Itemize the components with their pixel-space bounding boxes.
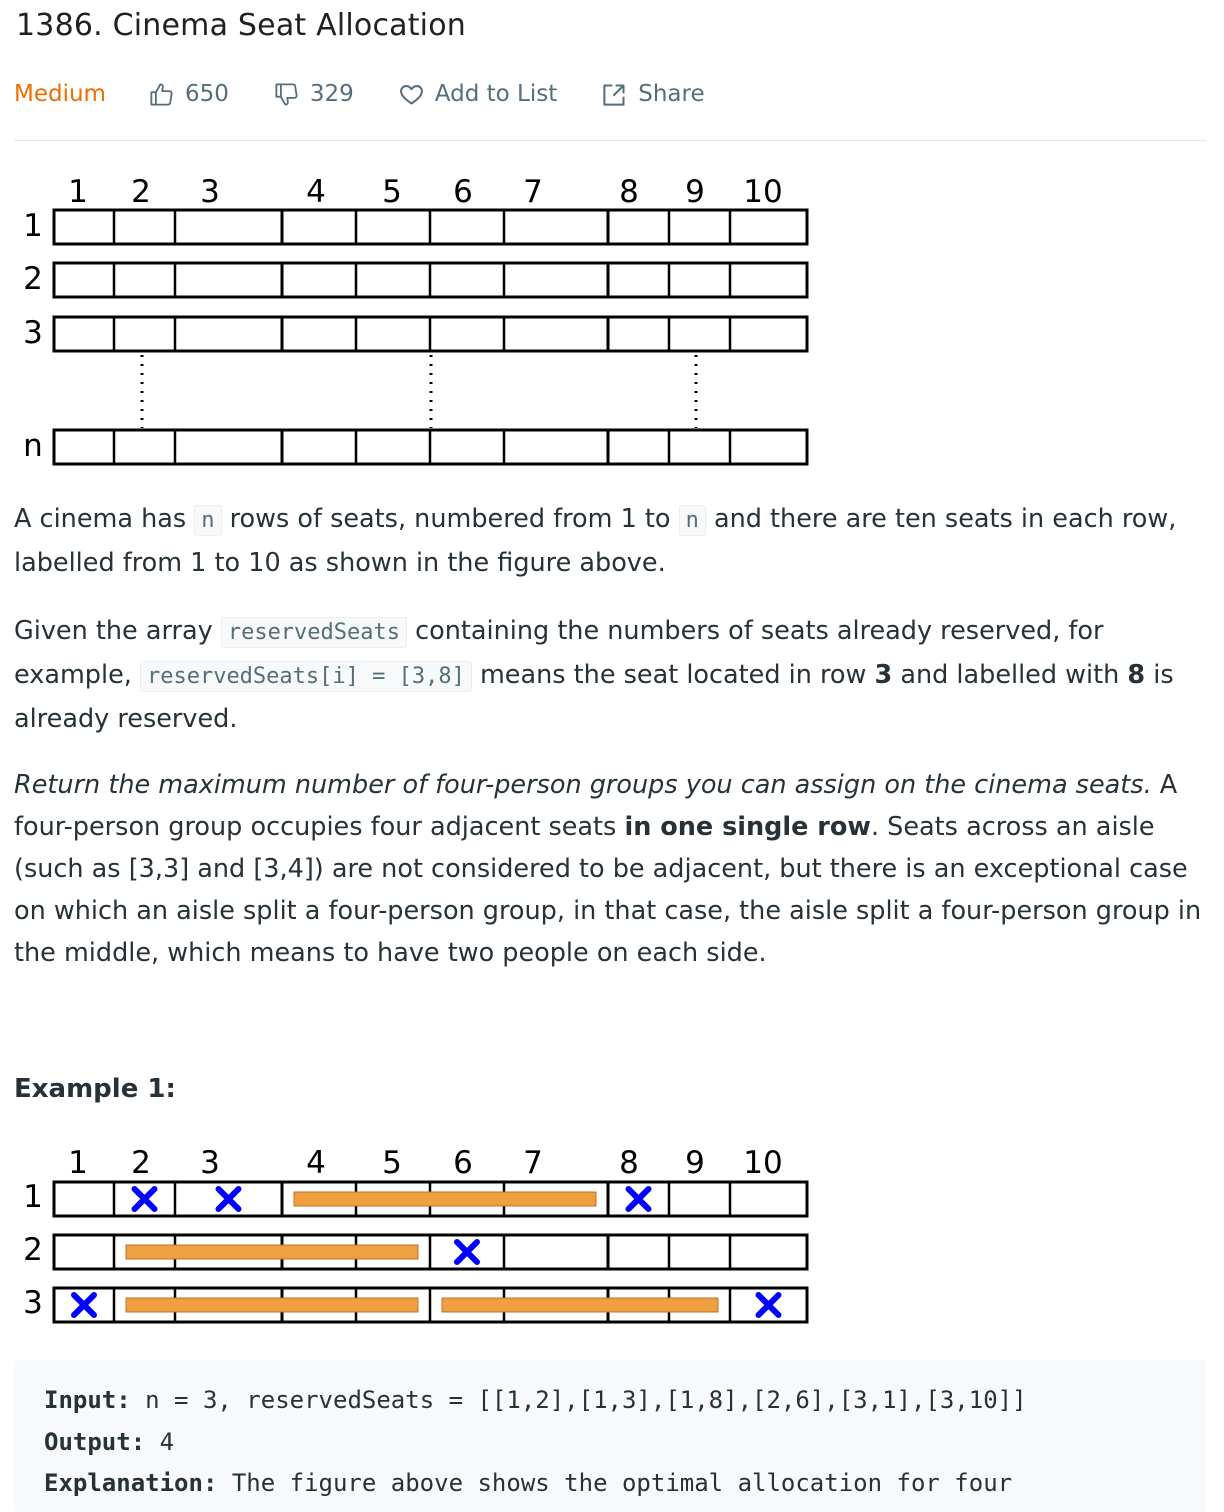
row-label: 2 (23, 261, 43, 297)
input-value: n = 3, reservedSeats = [[1,2],[1,3],[1,8… (130, 1386, 1027, 1414)
row-2-block-3 (606, 261, 809, 299)
group-bar (125, 1297, 419, 1313)
column-label: 10 (743, 174, 782, 210)
row-n-block-3 (606, 428, 809, 466)
p3-italic: Return the maximum number of four-person… (14, 770, 1152, 800)
row-2-block-3 (606, 1233, 809, 1271)
p1-text-c: and there are ten seats in each row, lab… (14, 504, 1177, 578)
group-bar (293, 1191, 597, 1207)
column-label: 9 (685, 174, 705, 210)
problem-title: 1386. Cinema Seat Allocation (16, 8, 466, 43)
add-to-list-label: Add to List (434, 81, 558, 107)
column-label: 1 (68, 1145, 88, 1181)
output-value: 4 (145, 1427, 175, 1456)
reserved-x-icon (454, 1239, 480, 1265)
example-1-code-block: Input: n = 3, reservedSeats = [[1,2],[1,… (14, 1360, 1206, 1512)
row-3-block-2 (280, 315, 610, 353)
row-2-block-1 (52, 261, 284, 299)
row-1-block-1 (52, 208, 284, 246)
problem-meta-bar: Medium 650 329 Add to List Share (14, 76, 749, 112)
row-label: n (23, 428, 43, 464)
column-label: 3 (200, 174, 220, 210)
p2-text-c: means the seat located in row (471, 660, 875, 690)
p2-bold-seat: 8 (1127, 660, 1146, 690)
row-n-block-2 (280, 428, 610, 466)
p3-bold: in one single row (624, 812, 871, 842)
description-paragraph-1: A cinema has n rows of seats, numbered f… (14, 498, 1204, 584)
p1-text-a: A cinema has (14, 504, 195, 534)
column-label: 8 (619, 1145, 639, 1181)
column-label: 5 (382, 174, 402, 210)
share-button[interactable]: Share (601, 81, 705, 108)
column-label: 8 (619, 174, 639, 210)
row-label: 1 (23, 1179, 43, 1215)
reserved-x-icon (131, 1186, 158, 1212)
reserved-x-icon (71, 1292, 97, 1318)
group-bar (441, 1297, 719, 1313)
column-label: 3 (200, 1145, 220, 1181)
row-1-block-2 (280, 208, 610, 246)
column-label: 6 (453, 1145, 473, 1181)
example-1-figure: 1 2 3 4 5 6 7 8 9 10 1 2 3 (23, 1145, 809, 1324)
heart-icon (399, 84, 423, 105)
row-1-block-3 (606, 208, 809, 246)
row-label: 3 (23, 315, 43, 351)
like-count: 650 (184, 81, 229, 107)
code-reserved-seats-example: reservedSeats[i] = [3,8] (139, 661, 472, 692)
column-label: 7 (523, 1145, 543, 1181)
group-bar (125, 1244, 419, 1260)
header-divider (14, 140, 1206, 141)
share-label: Share (638, 81, 705, 107)
explanation-value: The figure above shows the optimal alloc… (217, 1469, 1013, 1497)
column-label: 1 (68, 174, 88, 210)
share-icon (603, 83, 625, 106)
code-n: n (678, 505, 706, 536)
description-paragraph-3: Return the maximum number of four-person… (14, 764, 1204, 974)
column-label: 10 (743, 1145, 782, 1181)
like-button[interactable]: 650 (148, 81, 229, 108)
column-label: 5 (382, 1145, 402, 1181)
row-1-block-1 (52, 1180, 284, 1218)
reserved-x-icon (215, 1186, 242, 1212)
thumbs-down-icon (275, 82, 298, 106)
row-2-block-2 (280, 261, 610, 299)
input-label: Input: (44, 1386, 131, 1414)
seat-layout-figure: 1 2 3 4 5 6 7 8 9 10 1 2 3 n (23, 174, 809, 466)
difficulty-label: Medium (14, 81, 106, 107)
row-n-block-1 (52, 428, 284, 466)
p3-text-b: . Seats across an aisle (such as [3,3] a… (14, 812, 1202, 968)
row-3-block-1 (52, 315, 284, 353)
description-paragraph-2: Given the array reservedSeats containing… (14, 610, 1204, 740)
column-label: 9 (685, 1145, 705, 1181)
row-1-block-3 (606, 1180, 809, 1218)
column-label: 7 (523, 174, 543, 210)
p1-text-b: rows of seats, numbered from 1 to (221, 504, 679, 534)
p2-text-a: Given the array (14, 616, 221, 646)
code-n: n (194, 505, 222, 536)
row-label: 1 (23, 208, 43, 244)
dislike-count: 329 (309, 81, 354, 107)
p2-bold-row: 3 (874, 660, 893, 690)
add-to-list-button[interactable]: Add to List (398, 81, 557, 108)
example-1-title: Example 1: (14, 1074, 176, 1104)
p2-text-d: and labelled with (892, 660, 1128, 690)
explanation-label: Explanation: (44, 1469, 218, 1497)
output-label: Output: (44, 1427, 146, 1456)
p2-text-e: is already reserved. (14, 660, 1174, 734)
row-label: 3 (23, 1285, 43, 1321)
column-label: 2 (131, 174, 151, 210)
reserved-x-icon (625, 1186, 652, 1212)
row-3-block-3 (606, 315, 809, 353)
p3-text-a: A four-person group occupies four adjace… (14, 770, 1178, 842)
row-label: 2 (23, 1232, 43, 1268)
p2-text-b: containing the numbers of seats already … (14, 616, 1104, 690)
reserved-x-icon (755, 1292, 782, 1318)
dislike-button[interactable]: 329 (273, 81, 354, 108)
column-label: 2 (131, 1145, 151, 1181)
column-label: 4 (306, 174, 326, 210)
column-label: 4 (306, 1145, 326, 1181)
code-reserved-seats: reservedSeats (220, 617, 408, 648)
column-label: 6 (453, 174, 473, 210)
thumbs-up-icon (150, 82, 173, 106)
